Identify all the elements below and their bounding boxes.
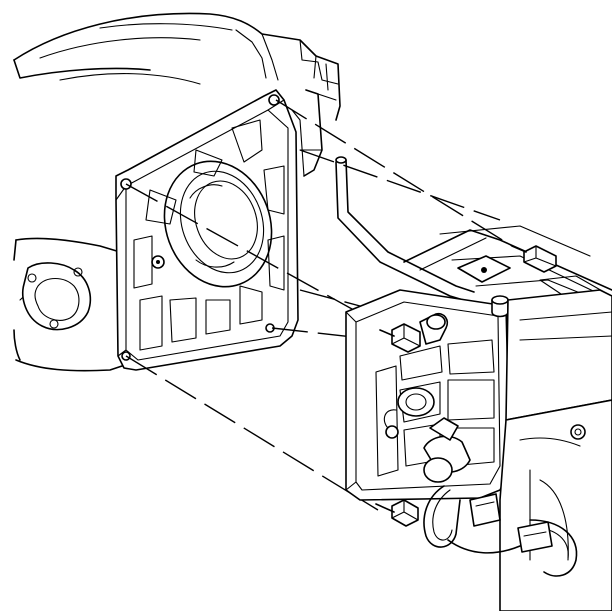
connector-plug [517, 521, 553, 553]
wiring-connector [423, 485, 578, 577]
connector-block [469, 493, 501, 527]
transmission-case [345, 225, 612, 611]
bolt-left-middle [379, 323, 421, 353]
breather-tube [335, 156, 475, 303]
engine-block [13, 12, 341, 372]
bolt-bottom-left [375, 499, 419, 527]
adapter-plate [115, 89, 299, 371]
plate-hole-top-right [268, 94, 280, 106]
mounting-bolts [375, 245, 557, 527]
alignment-lines [125, 99, 513, 511]
bolt-top-right [511, 245, 557, 273]
